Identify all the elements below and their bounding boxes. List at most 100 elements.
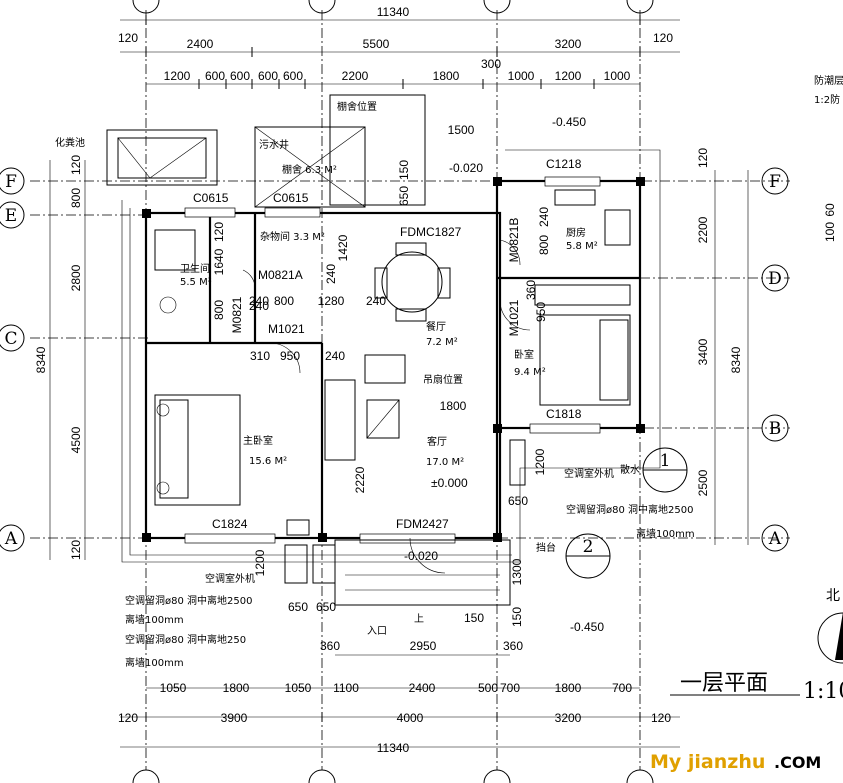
dim-left: 120: [69, 155, 83, 175]
dim-top-row2: 600: [283, 69, 303, 83]
dim-inner: 240: [325, 349, 345, 363]
dim-top-row1: 2400: [187, 37, 214, 51]
dim-bot-row1: 1800: [223, 681, 250, 695]
label-bedroom-area: 9.4 M²: [514, 367, 546, 378]
level-marker: -0.020: [404, 549, 438, 563]
dim-right: 2200: [696, 216, 710, 243]
label-dining: 餐厅: [426, 320, 446, 333]
label-dining-area: 7.2 M²: [426, 337, 458, 348]
label-ac-hole2: 空调留洞ø80 洞中离地2500: [125, 594, 252, 607]
label-bath-area: 5.5 M²: [180, 277, 212, 288]
axis-right-f: F: [769, 172, 781, 192]
septic-tank: [106, 129, 218, 186]
dim-top-row2: 600: [230, 69, 250, 83]
dim-inner: 240: [249, 299, 269, 313]
dim-top-row1: 5500: [363, 37, 390, 51]
sewage-well: [254, 94, 426, 208]
opening-m0821a: M0821A: [258, 268, 303, 282]
side-note: 防潮层: [814, 74, 843, 87]
axis-left-f: F: [5, 172, 17, 192]
ac-units: [284, 439, 526, 584]
label-living-area: 17.0 M²: [426, 457, 464, 468]
dim-top-1500: 1500: [448, 123, 475, 137]
label-ac-hole: 空调留洞ø80 洞中离地2500: [566, 503, 693, 516]
label-ac-hole3: 空调留洞ø80 洞中离地250: [125, 633, 246, 646]
dim-bot-total: 11340: [377, 741, 410, 755]
dim-left: 2800: [69, 264, 83, 291]
dim-left: 120: [69, 540, 83, 560]
side-note: 1:2防: [814, 93, 840, 106]
axis-right-d: D: [768, 269, 782, 289]
dim-bot-gap-left: 120: [118, 711, 138, 725]
dim-right-small: 100: [823, 222, 837, 242]
dim-inner: 240: [249, 294, 269, 308]
label-kitchen: 厨房: [566, 226, 586, 239]
dim-inner: 1300: [510, 558, 524, 585]
dim-right: 8340: [729, 346, 743, 373]
label-drain: 散水: [620, 463, 640, 476]
axis-left-e: E: [5, 206, 17, 226]
axis-left-c: C: [4, 329, 17, 349]
level-marker: -0.450: [552, 115, 586, 129]
dim-bot-row1: 1100: [333, 681, 359, 695]
label-master-area: 15.6 M²: [249, 456, 287, 467]
dim-bot-row1: 700: [612, 681, 632, 695]
dim-inner: 240: [366, 294, 386, 308]
dim-inner: 240: [537, 207, 551, 227]
dim-inner: 2220: [353, 466, 367, 493]
windows: [184, 176, 601, 544]
dim-inner: 1800: [440, 399, 467, 413]
dim-left: 4500: [69, 426, 83, 453]
detail-number: 1: [660, 451, 671, 471]
dim-top-300: 300: [481, 57, 501, 71]
label-wall100c: 离墙100mm: [125, 656, 184, 669]
opening-m1021: M1021: [507, 299, 521, 336]
opening-m1021: M1021: [268, 322, 305, 336]
level-marker: -0.450: [570, 620, 604, 634]
side-dimensions: [49, 160, 749, 560]
dim-inner: 150: [464, 611, 484, 625]
dim-inner: 120: [212, 222, 226, 242]
label-up: 上: [414, 613, 424, 625]
opening-m0821: M0821: [230, 296, 244, 333]
furniture: [154, 189, 631, 536]
dim-inner: 1200: [253, 549, 267, 576]
drawing-scale: 1:10: [803, 679, 843, 704]
dim-inner: 650: [288, 600, 308, 614]
dim-inner: 1280: [318, 294, 345, 308]
dim-inner: 800: [537, 235, 551, 255]
dim-right-small: 60: [823, 203, 837, 217]
dim-bot-row1: 500: [478, 681, 498, 695]
opening-m0821b: M0821B: [507, 218, 521, 263]
dim-right: 120: [696, 148, 710, 168]
dim-inner: 360: [503, 639, 523, 653]
dim-top-row2: 1200: [164, 69, 191, 83]
dim-bot-row2: 3200: [555, 711, 582, 725]
dim-inner: 650: [508, 494, 528, 508]
label-wall100: 离墙100mm: [636, 527, 695, 540]
dim-top-total: 11340: [377, 5, 410, 19]
dim-bot-row1: 700: [500, 681, 520, 695]
label-septic: 化粪池: [55, 136, 85, 149]
dim-bot-row1: 1800: [555, 681, 582, 695]
opening-fdmc1827: FDMC1827: [400, 225, 462, 239]
axis-right-b: B: [769, 419, 782, 439]
opening-c1218: C1218: [546, 157, 582, 171]
axis-left-a: A: [4, 529, 18, 549]
apron-outline: [121, 149, 661, 563]
dim-top-gap-left: 120: [118, 31, 138, 45]
dim-bot-row1: 1050: [160, 681, 187, 695]
dim-inner: 1200: [533, 448, 547, 475]
label-fan: 吊扇位置: [423, 373, 463, 386]
axis-lines: [30, 10, 790, 770]
dim-inner: 2950: [410, 639, 437, 653]
doors: [242, 239, 531, 574]
dim-top-row2: 600: [258, 69, 278, 83]
label-entry: 入口: [367, 626, 387, 637]
dim-top-row2: 2200: [342, 69, 369, 83]
dim-inner: 950: [534, 302, 548, 322]
detail-number: 2: [583, 537, 594, 557]
dim-top-gap-right: 120: [653, 31, 673, 45]
dim-top-row2: 1200: [555, 69, 582, 83]
